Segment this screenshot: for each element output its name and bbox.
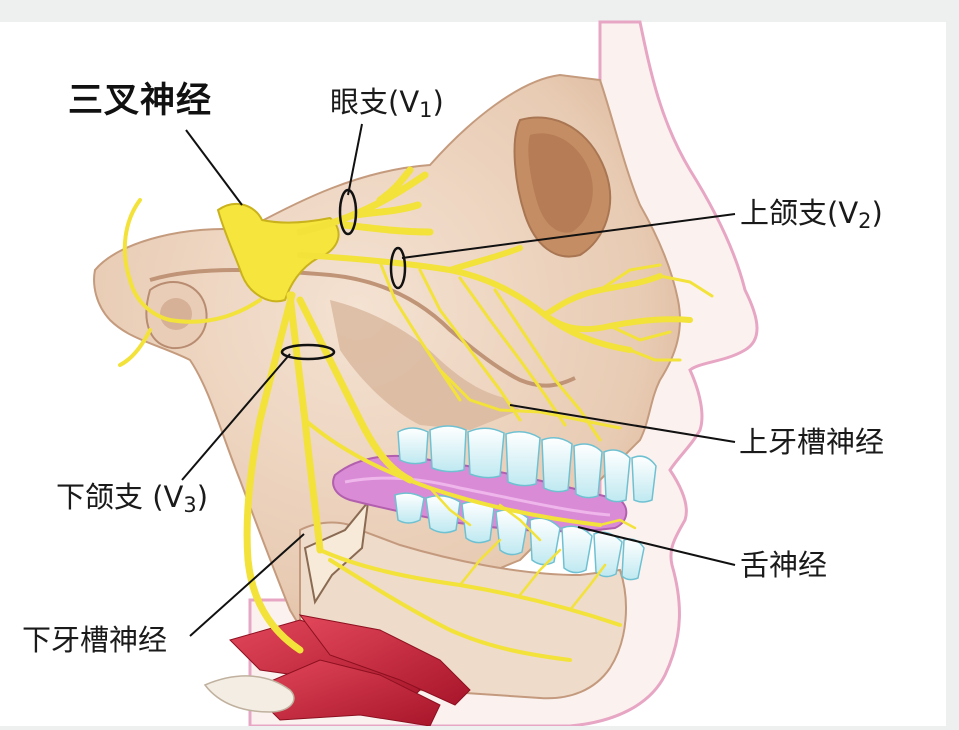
label-lingual-nerve: 舌神经 bbox=[740, 551, 827, 580]
v2-name: 上颌支 bbox=[740, 196, 827, 230]
v1-name: 眼支 bbox=[330, 85, 388, 119]
v3-name: 下颌支 bbox=[56, 480, 143, 514]
label-lower-alveolar-nerve: 下牙槽神经 bbox=[22, 626, 167, 655]
label-maxillary-branch: 上颌支(V2) bbox=[740, 199, 883, 232]
diagram-title: 三叉神经 bbox=[68, 84, 212, 119]
label-ophthalmic-branch: 眼支(V1) bbox=[330, 88, 444, 121]
label-mandibular-branch: 下颌支 (V3) bbox=[56, 483, 208, 516]
label-upper-alveolar-nerve: 上牙槽神经 bbox=[739, 428, 884, 457]
